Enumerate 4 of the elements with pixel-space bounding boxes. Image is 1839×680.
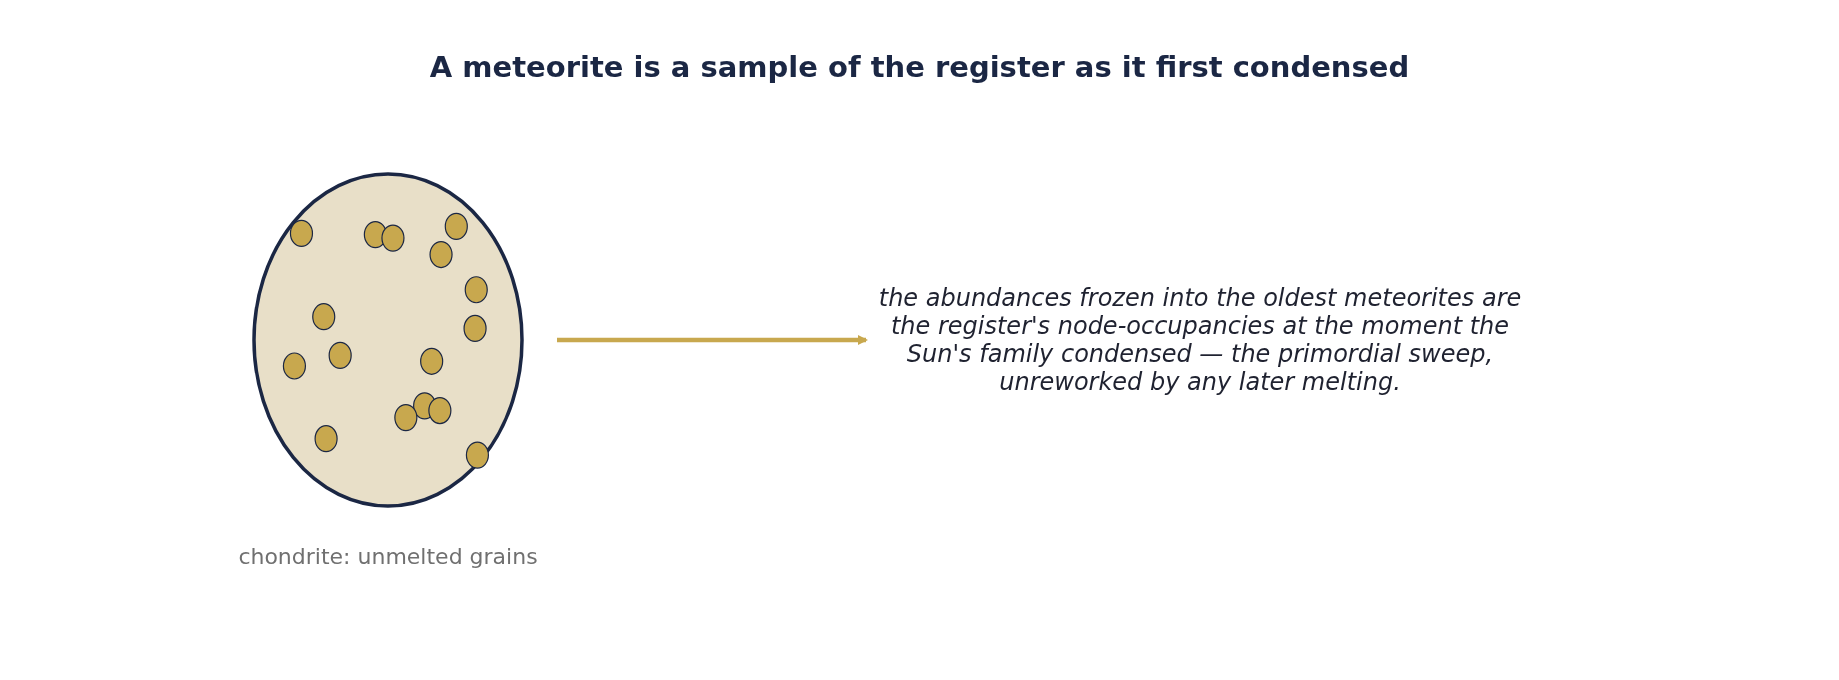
title: A meteorite is a sample of the register as it first condensed [428, 50, 1411, 84]
note-text: the abundances frozen into the oldest meteorites are the register's node-occupancies at the moment the Sun's family condensed — the primordial sweep, unreworked by any later melting. [877, 284, 1523, 396]
node-label: chondrite: unmelted grains [237, 544, 539, 569]
arrow [557, 335, 868, 345]
